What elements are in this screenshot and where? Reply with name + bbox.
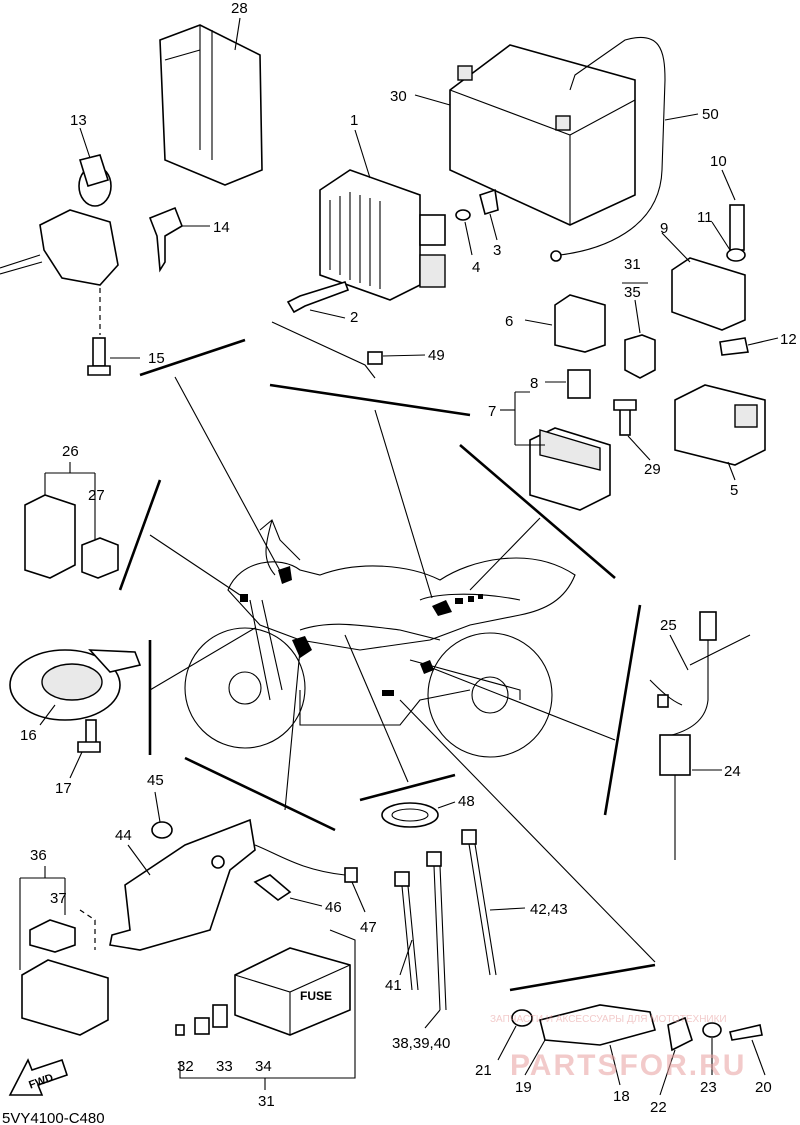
callout-14: 14 — [213, 219, 230, 236]
bolt-2 — [286, 281, 350, 319]
callout-9: 9 — [660, 220, 668, 237]
callout-12: 12 — [780, 331, 797, 348]
callout-42-43: 42,43 — [530, 901, 568, 918]
callout-6: 6 — [505, 313, 513, 330]
fuse-34 — [212, 1004, 228, 1028]
callout-29: 29 — [644, 461, 661, 478]
callout-32: 32 — [177, 1058, 194, 1075]
horn-16 — [9, 649, 142, 726]
bolt-10 — [721, 169, 745, 251]
callout-4: 4 — [472, 259, 480, 276]
bracket-3 — [479, 188, 499, 241]
watermark-sub: ЗАПЧАСТИ И АКСЕССУАРЫ ДЛЯ МОТОТЕХНИКИ — [490, 1014, 727, 1025]
callout-lines — [118, 338, 656, 992]
ecu-unit-28 — [159, 17, 263, 186]
diagram-code: 5VY4100-C480 — [2, 1110, 105, 1125]
callout-37: 37 — [50, 890, 67, 907]
grommet-45 — [151, 791, 173, 839]
fuse-8 — [545, 369, 591, 399]
cable-tie-38-39-40 — [424, 851, 447, 1029]
fuse-box-31 — [179, 929, 356, 1090]
callout-50: 50 — [702, 106, 719, 123]
relay-36-37 — [19, 866, 109, 1036]
callout-46: 46 — [325, 899, 342, 916]
clip-12 — [719, 337, 779, 356]
callout-1: 1 — [350, 112, 358, 129]
motorcycle-illustration — [184, 519, 576, 758]
callout-47: 47 — [360, 919, 377, 936]
callout-45: 45 — [147, 772, 164, 789]
callout-31-lower: 31 — [258, 1093, 275, 1110]
bolt-17 — [69, 719, 101, 779]
callout-2: 2 — [350, 309, 358, 326]
bolt-29 — [613, 399, 651, 461]
callout-22: 22 — [650, 1099, 667, 1116]
callout-labels: 28 1 30 50 13 14 10 11 9 3 4 31 35 2 6 1… — [20, 0, 797, 1116]
callout-28: 28 — [231, 0, 248, 17]
callout-41: 41 — [385, 977, 402, 994]
relay-6 — [524, 294, 606, 353]
callout-31-upper: 31 — [624, 256, 641, 273]
key-14 — [148, 206, 210, 273]
fuse-box-label: FUSE — [300, 989, 332, 1003]
callout-15: 15 — [148, 350, 165, 367]
watermark-main: PARTSFOR.RU — [510, 1049, 746, 1082]
clamp-48 — [381, 801, 456, 828]
bracket-assembly-18-23 — [497, 1004, 766, 1096]
callout-26: 26 — [62, 443, 79, 460]
callout-5: 5 — [730, 482, 738, 499]
callout-17: 17 — [55, 780, 72, 797]
callout-19: 19 — [515, 1079, 532, 1096]
callout-36: 36 — [30, 847, 47, 864]
callout-24: 24 — [724, 763, 741, 780]
relay-26-27 — [24, 462, 119, 579]
washer-4 — [455, 209, 473, 256]
callout-33: 33 — [216, 1058, 233, 1075]
cable-tie-42-43 — [461, 829, 526, 976]
bracket-44 — [109, 818, 256, 951]
callout-44: 44 — [115, 827, 132, 844]
callout-48: 48 — [458, 793, 475, 810]
watermark: PARTSFOR.RU ЗАПЧАСТИ И АКСЕССУАРЫ ДЛЯ МО… — [490, 1014, 746, 1082]
fuse-33 — [194, 1017, 210, 1035]
battery-cable-50 — [550, 36, 699, 262]
callout-16: 16 — [20, 727, 37, 744]
battery-30 — [414, 44, 636, 226]
callout-23: 23 — [700, 1079, 717, 1096]
callout-30: 30 — [390, 88, 407, 105]
callout-11: 11 — [697, 209, 713, 226]
fuse-32 — [175, 1024, 185, 1036]
callout-10: 10 — [710, 153, 727, 170]
wire-47 — [254, 844, 366, 913]
cable-tie-41 — [394, 871, 419, 991]
bolt-46 — [253, 874, 323, 907]
callout-27: 27 — [88, 487, 105, 504]
starter-relay-7 — [500, 391, 611, 511]
relay-5 — [674, 384, 766, 481]
callout-18: 18 — [613, 1088, 630, 1105]
callout-21: 21 — [475, 1062, 492, 1079]
wire-49 — [271, 321, 426, 379]
washer-11 — [711, 221, 746, 262]
callout-38-39-40: 38,39,40 — [392, 1035, 450, 1052]
sensor-24-25 — [649, 611, 751, 860]
callout-8: 8 — [530, 375, 538, 392]
callout-7: 7 — [488, 403, 496, 420]
callout-34: 34 — [255, 1058, 272, 1075]
main-switch-13 — [0, 127, 119, 335]
callout-25: 25 — [660, 617, 677, 634]
bracket-9 — [661, 232, 746, 331]
callout-35: 35 — [624, 284, 641, 301]
callout-49: 49 — [428, 347, 445, 364]
callout-13: 13 — [70, 112, 87, 129]
callout-3: 3 — [493, 242, 501, 259]
fuse-holder-31-35 — [622, 282, 656, 379]
callout-20: 20 — [755, 1079, 772, 1096]
fwd-arrow-icon: FWD — [8, 1058, 69, 1096]
screw-15 — [87, 337, 140, 376]
rectifier-regulator-1 — [319, 129, 446, 301]
